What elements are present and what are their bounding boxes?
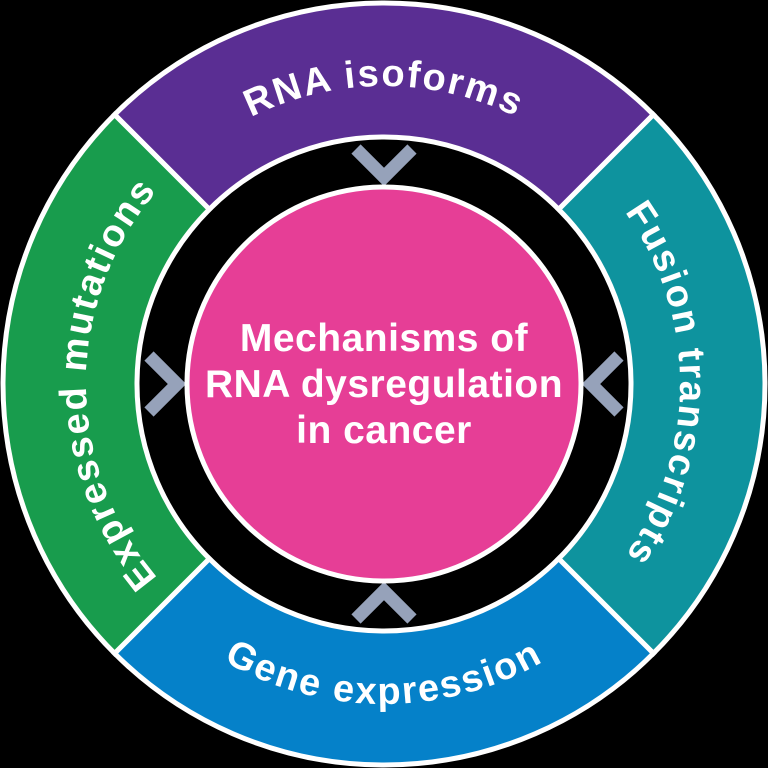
chevron-right-icon	[144, 351, 187, 417]
segment-expressed-mutations	[0, 111, 213, 657]
chevron-left-icon	[581, 351, 624, 417]
center-title: Mechanisms of RNA dysregulation in cance…	[205, 317, 563, 452]
center-title-line2: RNA dysregulation	[205, 363, 563, 406]
center-circle	[184, 184, 584, 584]
inward-arrows	[144, 144, 624, 624]
segment-gene-expression	[111, 555, 657, 768]
segment-rna-isoforms	[111, 0, 657, 213]
chevron-up-icon	[351, 581, 417, 624]
segment-fusion-transcripts	[555, 111, 768, 657]
center-title-line1: Mechanisms of	[240, 317, 529, 360]
chevron-down-icon	[351, 144, 417, 187]
center-title-line3: in cancer	[296, 409, 472, 452]
